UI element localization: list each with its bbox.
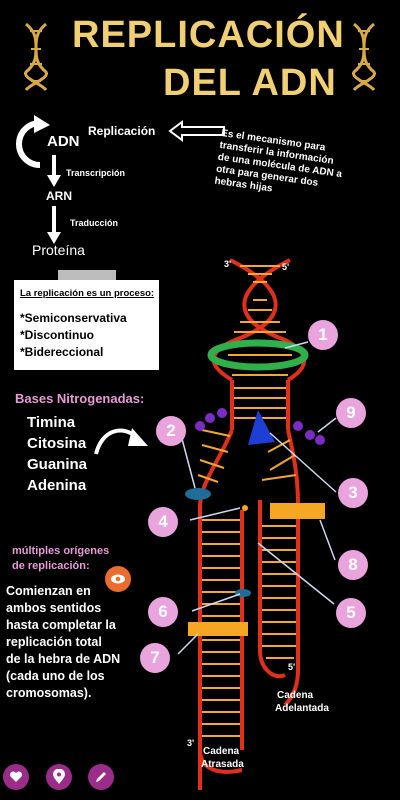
callout-3: 3 [338, 478, 368, 508]
origins-heading-1: múltiples orígenes [12, 545, 110, 557]
down-arrow-icon-1 [47, 155, 61, 187]
pin-button[interactable] [46, 764, 72, 790]
end-5-top: 5' [282, 262, 290, 272]
base-citosina: Citosina [27, 435, 87, 452]
definition-text: Es el mecanismo para transferir la infor… [213, 128, 343, 195]
origins-body-2: ambos sentidos [6, 601, 102, 615]
lagging-strand-label-1: Cadena [203, 746, 240, 757]
replication-fork-diagram [177, 258, 337, 790]
origins-body-7: cromosomas). [6, 686, 92, 700]
callout-8: 8 [338, 550, 368, 580]
origins-heading-2: de replicación: [12, 560, 90, 572]
dogma-traduccion: Traducción [70, 218, 119, 228]
process-card-heading: La replicación es un proceso: [20, 288, 155, 299]
origins-body-6: (cada uno de los [6, 669, 105, 683]
ligase [235, 589, 251, 597]
lagging-strand-label-2: Atrasada [201, 759, 244, 770]
callout-1: 1 [308, 320, 338, 350]
callout-5: 5 [336, 598, 366, 628]
ssb-proteins [195, 408, 325, 445]
dogma-adn: ADN [47, 133, 80, 150]
base-guanina: Guanina [27, 456, 88, 473]
leading-strand-label-2: Adelantada [275, 703, 329, 714]
dna-icon-left [24, 22, 48, 92]
origins-body-4: replicación total [6, 635, 102, 649]
dogma-transcripcion: Transcripción [66, 168, 126, 178]
leading-strand-label-1: Cadena [277, 690, 314, 701]
callout-7: 7 [140, 643, 170, 673]
dna-polymerase-leading [270, 503, 325, 519]
dogma-proteina: Proteína [32, 242, 85, 258]
dogma-arn: ARN [46, 189, 72, 203]
end-3-bottom: 3' [187, 738, 195, 748]
dogma-replicacion: Replicación [88, 124, 156, 138]
title-line-2: DEL ADN [163, 62, 337, 104]
callout-2: 2 [156, 416, 186, 446]
cycle-arrow-icon [16, 115, 50, 168]
eye-icon[interactable] [105, 566, 131, 592]
process-item-1: *Semiconservativa [20, 311, 127, 325]
pencil-icon [96, 772, 106, 782]
process-item-2: *Discontinuo [20, 328, 94, 342]
card-tab [58, 270, 116, 282]
edit-button[interactable] [88, 764, 114, 790]
primase-triangle [248, 410, 275, 445]
topoisomerase [185, 488, 211, 500]
curved-arrow-icon [94, 428, 148, 455]
origins-body-1: Comienzan en [6, 584, 91, 598]
end-5-bottom: 5' [288, 662, 296, 672]
down-arrow-icon-2 [47, 206, 61, 244]
origins-body-5: de la hebra de ADN [6, 652, 121, 666]
callout-4: 4 [148, 507, 178, 537]
dna-polymerase-lagging [188, 622, 248, 636]
hollow-left-arrow-icon [168, 120, 225, 142]
helicase-ring [207, 339, 309, 371]
process-item-3: *Bidereccional [20, 345, 104, 359]
process-card: La replicación es un proceso: *Semiconse… [14, 280, 159, 370]
base-timina: Timina [27, 414, 76, 431]
origins-body-3: hasta completar la [6, 618, 116, 632]
callout-9: 9 [336, 398, 366, 428]
heart-icon [9, 771, 23, 782]
pin-icon [53, 769, 65, 784]
base-adenina: Adenina [27, 477, 87, 494]
bases-heading: Bases Nitrogenadas: [15, 391, 145, 406]
heart-button[interactable] [3, 764, 29, 790]
title-line-1: REPLICACIÓN [72, 14, 345, 56]
end-3-top: 3' [224, 259, 232, 269]
callout-6: 6 [148, 597, 178, 627]
dna-icon-right [352, 22, 376, 92]
primer-dot [242, 505, 248, 511]
